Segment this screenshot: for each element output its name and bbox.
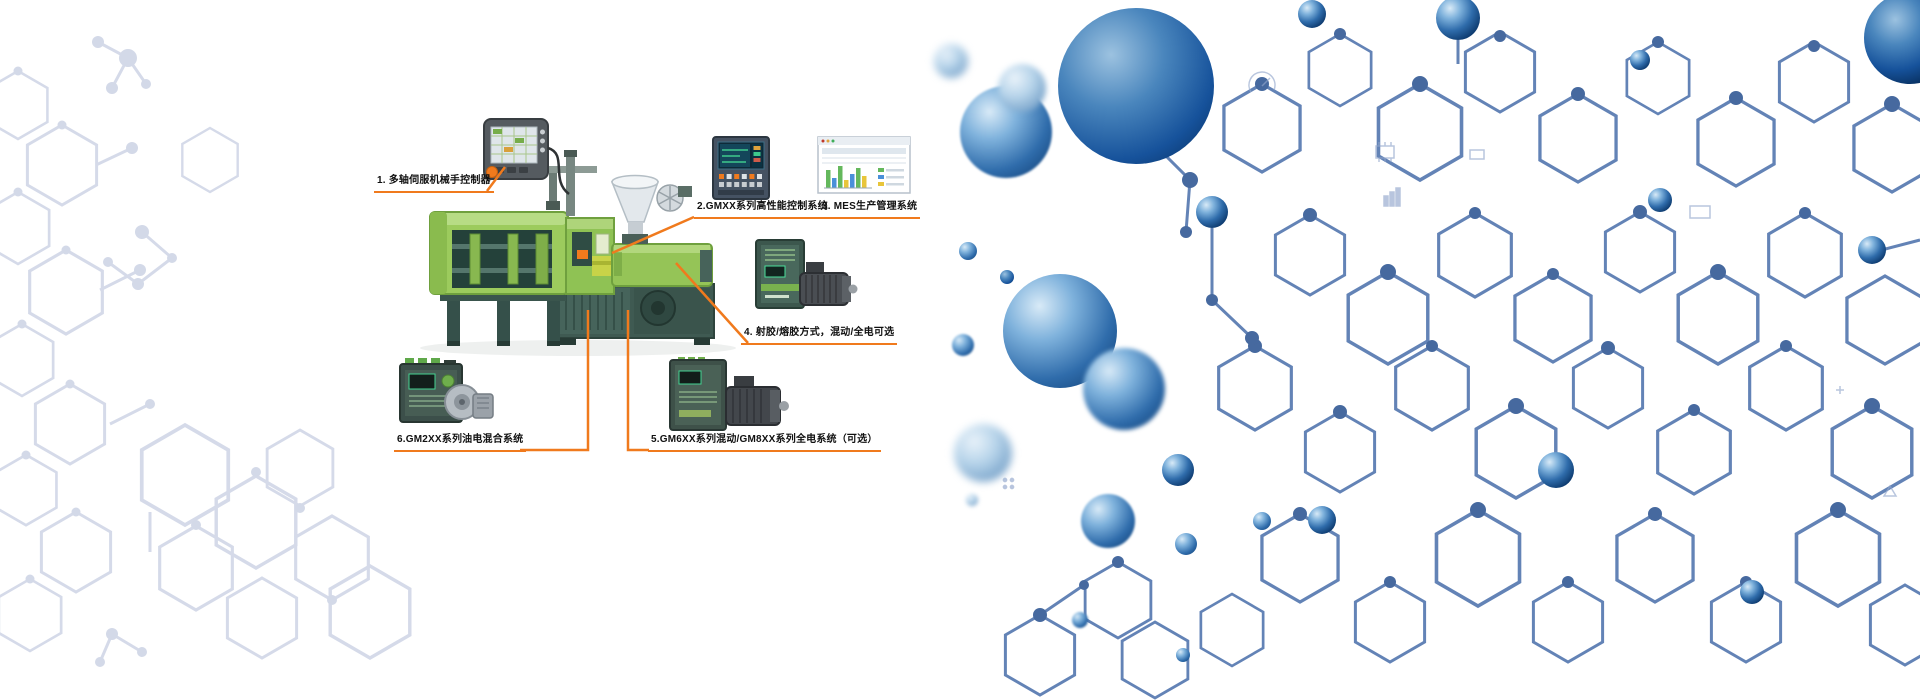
callout-text-2: 2.GMXX系列高性能控制系统	[697, 201, 828, 212]
hybrid-allelectric-drive-image	[669, 357, 789, 431]
control-panel-image	[712, 136, 770, 200]
callout-label-4: 4. 射胶/熔胶方式，混动/全电可选	[741, 327, 898, 345]
callout-line-5	[626, 310, 649, 452]
callout-text-6: 6.GM2XX系列油电混合系统	[397, 434, 524, 445]
callout-line-2	[611, 215, 695, 255]
callout-text-3: 3. MES生产管理系统	[822, 201, 918, 212]
callout-text-5: 5.GM6XX系列混动/GM8XX系列全电系统（可选）	[651, 434, 878, 445]
callout-label-5: 5.GM6XX系列混动/GM8XX系列全电系统（可选）	[648, 434, 881, 452]
callout-label-3: 3. MES生产管理系统	[819, 201, 921, 219]
blue-sphere-decoration	[1058, 8, 1214, 164]
blue-sphere-decoration	[1253, 512, 1271, 530]
blue-sphere-decoration	[1081, 494, 1135, 548]
blue-sphere-decoration	[954, 424, 1012, 482]
oil-electric-hybrid-drive-image	[399, 358, 494, 423]
handheld-controller-image	[483, 118, 570, 196]
blue-sphere-decoration	[1072, 612, 1088, 628]
mes-screen-image	[817, 136, 911, 194]
blue-sphere-decoration	[952, 334, 974, 356]
callout-text-1: 1. 多轴伺服机械手控制器	[377, 175, 491, 186]
blue-sphere-decoration	[1176, 648, 1190, 662]
blue-sphere-decoration	[966, 494, 978, 506]
blue-sphere-decoration	[1175, 533, 1197, 555]
servo-drive-motor-image	[755, 239, 858, 309]
blue-sphere-decoration	[1000, 270, 1014, 284]
callout-line-4	[675, 262, 749, 344]
machine-shadow	[420, 340, 736, 356]
blue-sphere-decoration	[959, 242, 977, 260]
network-sphere-nodes	[1162, 0, 1920, 604]
callout-label-2: 2.GMXX系列高性能控制系统	[694, 201, 831, 219]
callout-line-6	[520, 310, 590, 452]
callout-label-6: 6.GM2XX系列油电混合系统	[394, 434, 527, 452]
callout-label-1: 1. 多轴伺服机械手控制器	[374, 175, 494, 193]
callout-text-4: 4. 射胶/熔胶方式，混动/全电可选	[744, 327, 895, 338]
molecule-pattern-left	[0, 36, 412, 667]
blue-sphere-decoration	[934, 44, 968, 78]
blue-sphere-decoration	[1083, 348, 1165, 430]
blue-sphere-decoration	[998, 64, 1046, 112]
controller-cable	[547, 146, 570, 196]
